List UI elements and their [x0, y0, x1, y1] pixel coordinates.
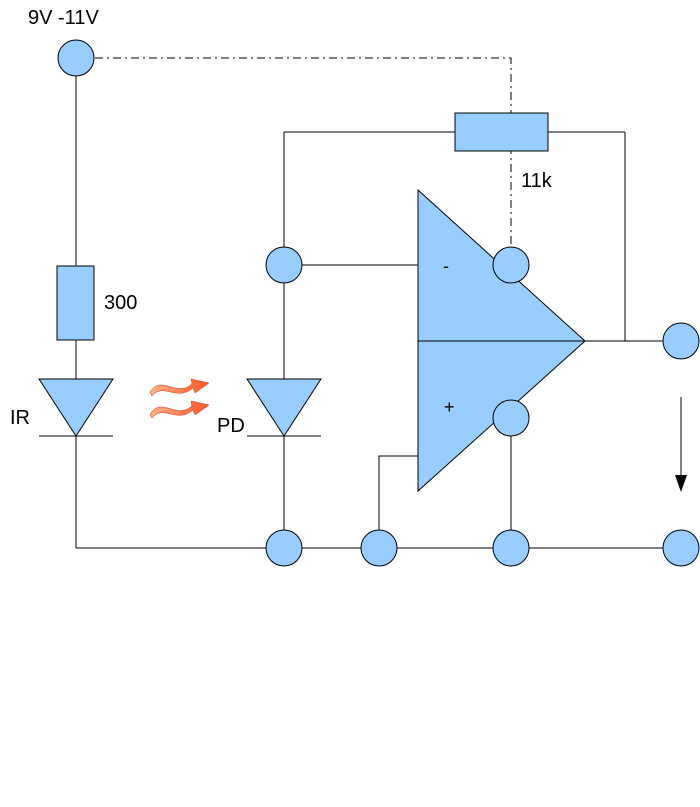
node-output — [662, 322, 700, 360]
ir-label: IR — [10, 407, 30, 429]
resistor-300-label: 300 — [104, 292, 137, 314]
resistor-300 — [56, 265, 95, 341]
wires — [75, 57, 664, 549]
down-arrow-icon — [675, 397, 687, 492]
node-ground-noninv — [360, 529, 398, 567]
opamp-minus-sign: - — [443, 256, 449, 276]
wavy-light-arrows-icon — [149, 378, 210, 419]
node-ground-pd — [265, 529, 303, 567]
ir-diode — [38, 378, 114, 437]
node-opamp-minus-pin — [492, 246, 530, 284]
node-opamp-plus-pin — [492, 399, 530, 437]
supply-voltage-label: 9V -11V — [28, 7, 99, 29]
supply-rail-dashdot — [95, 57, 512, 247]
opamp-plus-sign: + — [444, 397, 455, 417]
pd-diode — [246, 378, 322, 437]
wire-noninverting-input — [378, 455, 418, 530]
resistor-11k — [454, 112, 549, 152]
resistor-11k-label: 11k — [521, 170, 553, 192]
node-ground-output — [662, 529, 700, 567]
node-inverting-junction — [265, 246, 303, 284]
opamp — [417, 188, 586, 493]
pd-label: PD — [217, 415, 245, 437]
node-ground-plus — [492, 529, 530, 567]
node-supply — [57, 39, 95, 77]
